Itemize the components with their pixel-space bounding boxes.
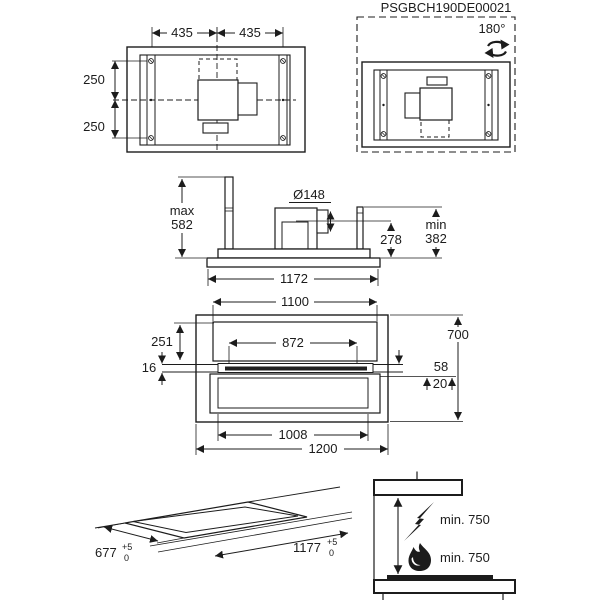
dim-251-label: 251 xyxy=(151,334,173,349)
dim-435-left-label: 435 xyxy=(171,25,193,40)
dim-electric-clearance-label: min. 750 xyxy=(440,512,490,527)
dim-250-lower-label: 250 xyxy=(83,119,105,134)
dim-1177-label: 1177 +5 0 xyxy=(293,533,341,558)
dim-677-label: 677 +5 0 xyxy=(95,538,136,563)
dim-max-582: max 582 xyxy=(167,176,226,259)
alternative-mounting-frame-dashed xyxy=(356,16,516,153)
motor-box xyxy=(274,207,318,250)
dim-435-pair: 435 435 xyxy=(151,25,284,47)
clearance-view: min. 750 min. 750 xyxy=(373,471,516,600)
dim-cutout-depth: 677 +5 0 xyxy=(95,522,185,563)
lightning-icon xyxy=(404,502,434,541)
dim-58-label: 58 xyxy=(434,359,448,374)
dim-1008: 1008 xyxy=(217,414,369,442)
dim-58: 58 xyxy=(395,350,448,374)
dim-min-value: 382 xyxy=(425,231,447,246)
motor-side-box xyxy=(237,82,258,116)
dim-min-382: min 382 xyxy=(364,206,452,257)
dim-1008-label: 1008 xyxy=(279,427,308,442)
upper-panel xyxy=(212,321,378,362)
top-view: 435 435 250 250 xyxy=(83,25,306,153)
dim-1200: 1200 xyxy=(195,424,389,456)
model-code-title: PSGBCH190DE00021 xyxy=(381,0,512,15)
dim-1100-label: 1100 xyxy=(281,294,309,309)
duct-connector xyxy=(316,209,329,234)
dim-max-label: max xyxy=(170,203,195,218)
hood-body-upper xyxy=(217,248,371,259)
dim-16-label: 16 xyxy=(142,360,156,375)
front-view: 1100 251 872 700 16 58 xyxy=(142,294,474,456)
dim-700-label: 700 xyxy=(447,327,469,342)
dim-435-right-label: 435 xyxy=(239,25,261,40)
dim-gas-clearance-label: min. 750 xyxy=(440,550,490,565)
dim-1100: 1100 xyxy=(212,294,378,321)
dim-700: 700 xyxy=(390,314,474,422)
dim-cutout-width: 1177 +5 0 xyxy=(214,530,349,559)
dim-251: 251 xyxy=(151,322,214,360)
dim-250-upper-label: 250 xyxy=(83,72,105,87)
lower-panel-outer xyxy=(209,373,381,414)
junction-box xyxy=(426,76,448,86)
dim-20-label: 20 xyxy=(433,376,447,391)
inner-frame xyxy=(373,69,499,141)
dim-min-label: min xyxy=(426,217,447,232)
rotation-icon xyxy=(484,39,510,58)
filter-band-dark xyxy=(225,366,367,371)
dim-1172: 1172 xyxy=(207,269,379,286)
dim-872-label: 872 xyxy=(282,335,304,350)
dim-16: 16 xyxy=(142,352,166,385)
dim-872: 872 xyxy=(228,335,358,363)
cutout-view: 677 +5 0 1177 +5 0 xyxy=(94,486,353,563)
hood-bar xyxy=(373,479,463,496)
dim-250-pair: 250 250 xyxy=(83,60,147,139)
dim-max-value: 582 xyxy=(171,217,193,232)
cooktop-surface xyxy=(387,575,493,580)
dim-duct-diameter: Ø148 xyxy=(289,187,335,232)
flame-icon xyxy=(408,543,431,571)
screw-icons xyxy=(380,73,492,137)
rotated-view: PSGBCH190DE00021 180° xyxy=(356,0,516,153)
duct-outline-dashed xyxy=(420,119,450,138)
motor-box xyxy=(197,79,239,121)
hood-body-lower xyxy=(206,257,381,268)
junction-box xyxy=(202,122,229,134)
dim-duct-diameter-label: Ø148 xyxy=(293,187,325,202)
dim-1172-label: 1172 xyxy=(280,271,308,286)
dim-1200-label: 1200 xyxy=(309,441,338,456)
dim-278-label: 278 xyxy=(380,232,402,247)
counter-body xyxy=(373,579,516,594)
dim-20: 20 xyxy=(380,376,456,391)
cutout-opening-inner xyxy=(132,506,299,534)
lower-panel-inner xyxy=(217,377,369,409)
motor-side-box xyxy=(404,92,421,119)
screw-icons xyxy=(148,58,286,141)
motor-box xyxy=(419,87,453,121)
dim-278: 278 xyxy=(377,223,442,259)
side-view: Ø148 max 582 278 min 382 xyxy=(167,176,452,286)
suspension-rod-left xyxy=(224,176,234,250)
rotation-angle-label: 180° xyxy=(479,21,506,36)
